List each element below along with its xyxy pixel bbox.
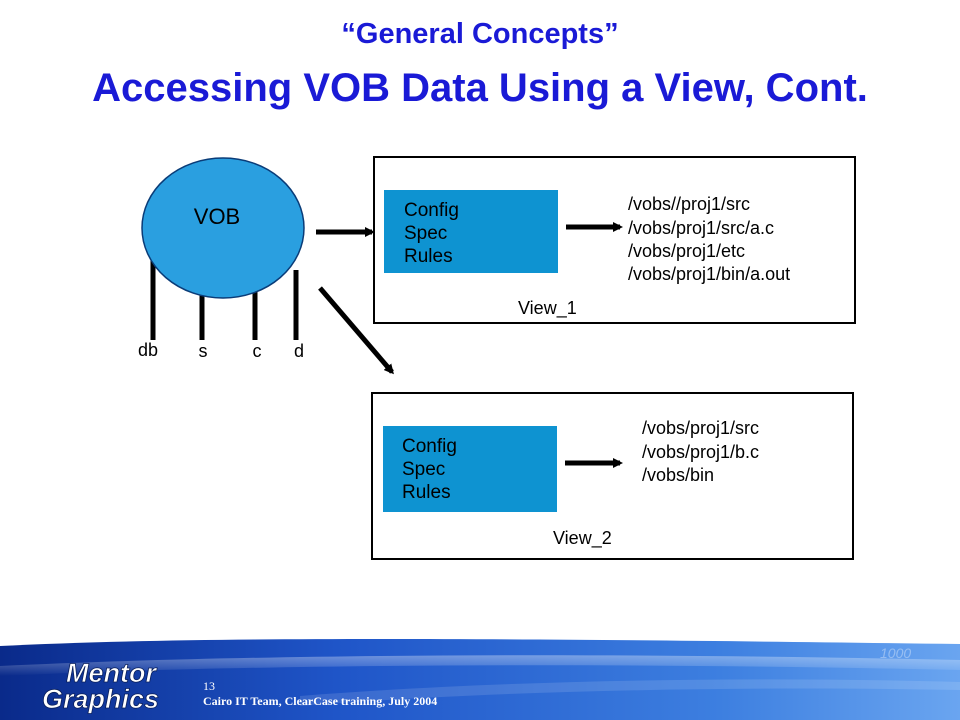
mentor-graphics-logo: Mentor Graphics (42, 658, 160, 714)
slide-number: 13 (203, 679, 215, 693)
vob-leg-s: s (199, 341, 208, 361)
view2-config-line3: Rules (402, 482, 451, 503)
slide-title-line1: “General Concepts” (341, 18, 619, 50)
view1-config-line2: Spec (404, 223, 447, 244)
vob-leg-c: c (253, 341, 262, 361)
vob-leg-db: db (138, 340, 158, 360)
view1-config-line3: Rules (404, 246, 453, 267)
view1-config-box (384, 190, 558, 273)
vob-view-diagram: VOB db s c d Config Spec Rules /vobs//pr… (138, 156, 856, 560)
slide-title-line2: Accessing VOB Data Using a View, Cont. (92, 66, 868, 110)
view1-path-1: /vobs//proj1/src (628, 194, 750, 214)
view2-path-1: /vobs/proj1/src (642, 418, 759, 438)
logo-line2: Graphics (42, 684, 159, 714)
view2-config-line1: Config (402, 436, 457, 457)
footer-caption: Cairo IT Team, ClearCase training, July … (203, 694, 438, 708)
vob-ellipse (141, 157, 305, 299)
logo-line1: Mentor (66, 658, 157, 688)
vob-leg-d: d (294, 341, 304, 361)
footer-band: 1000 (0, 636, 960, 720)
view2-path-2: /vobs/proj1/b.c (642, 442, 759, 462)
vob-label: VOB (194, 204, 240, 229)
view1-name: View_1 (518, 298, 577, 319)
view2-config-box (383, 426, 557, 512)
footer-watermark: 1000 (880, 645, 911, 661)
vob-to-view2-arrow (318, 286, 394, 375)
vob-legs (150, 258, 299, 340)
view2-path-3: /vobs/bin (642, 465, 714, 485)
view1-path-2: /vobs/proj1/src/a.c (628, 218, 774, 238)
view2-name: View_2 (553, 528, 612, 549)
view1-config-line1: Config (404, 200, 459, 221)
view2-config-line2: Spec (402, 459, 445, 480)
view1-path-4: /vobs/proj1/bin/a.out (628, 264, 790, 284)
view1-path-3: /vobs/proj1/etc (628, 241, 745, 261)
